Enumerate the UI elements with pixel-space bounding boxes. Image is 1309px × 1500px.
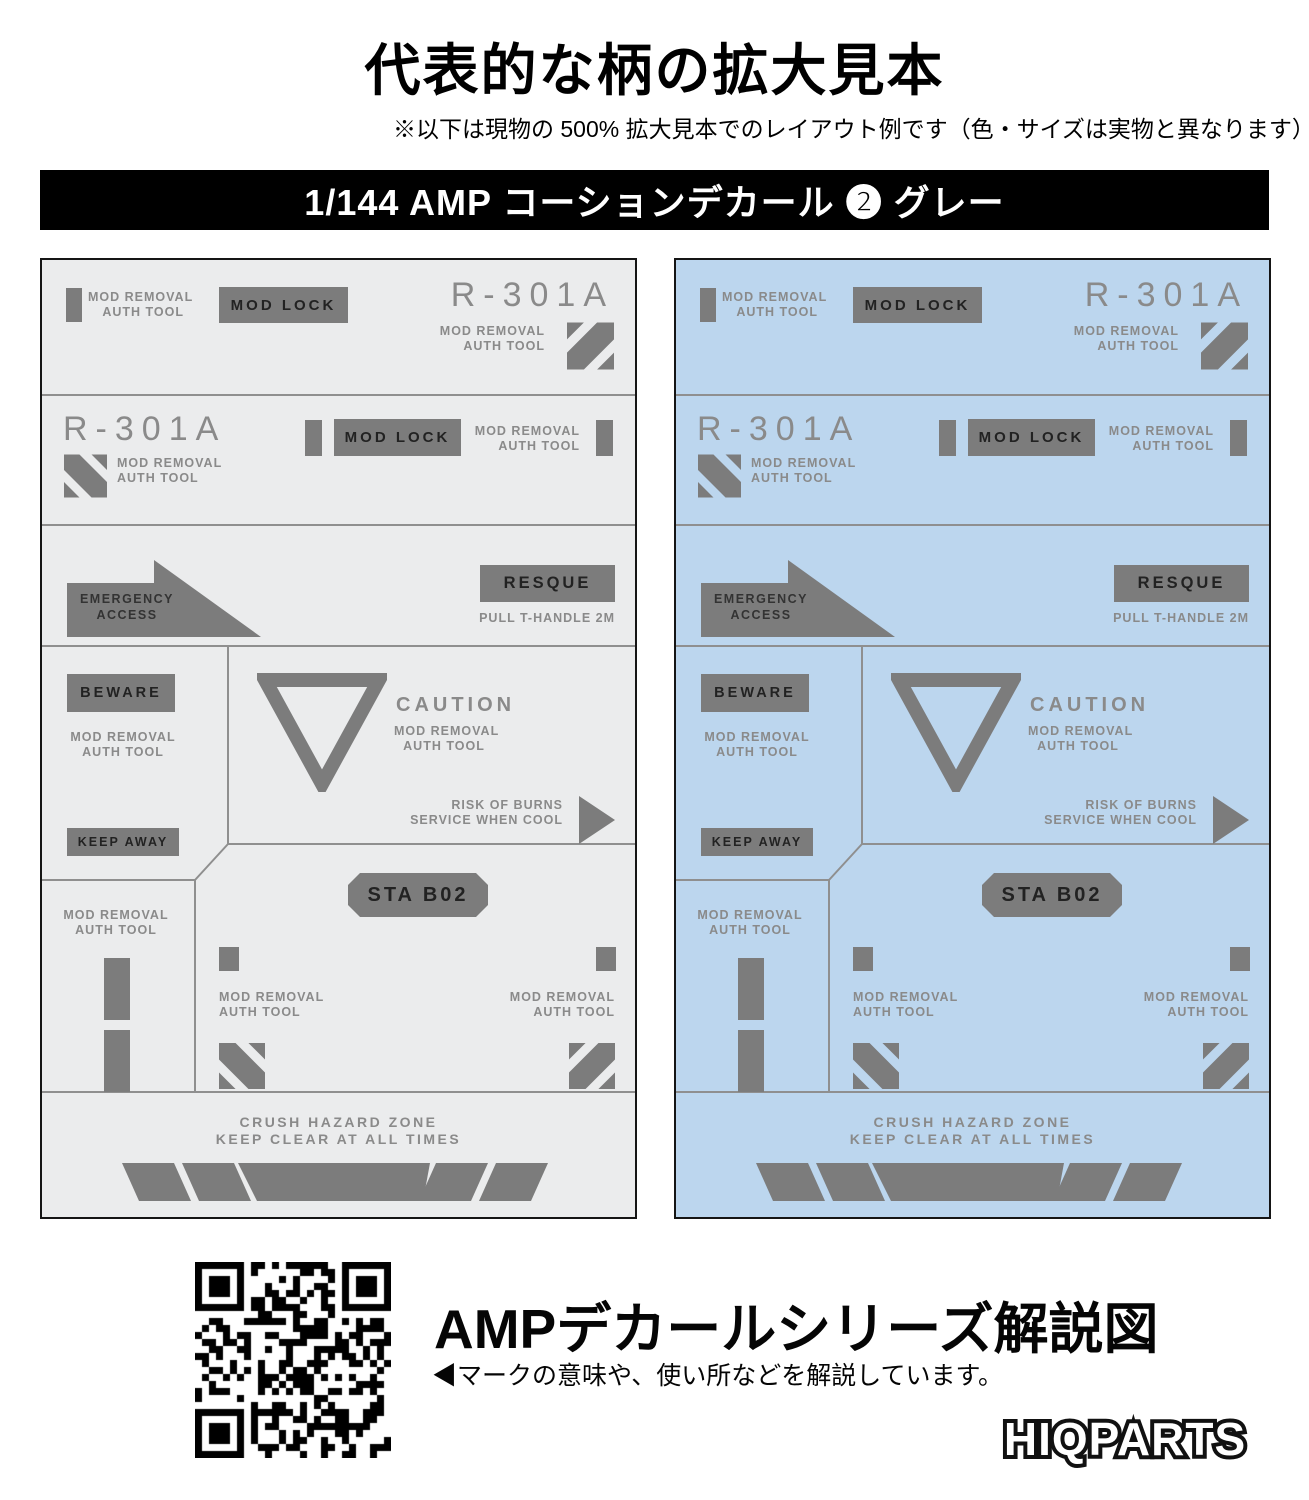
r301a-code: R-301A — [1084, 276, 1248, 314]
caution-label: CAUTION — [1030, 694, 1150, 716]
decal-bar-icon — [66, 288, 82, 322]
hiqparts-logo: HIQPARTS — [1000, 1409, 1249, 1469]
diagonal-stripe-icon — [1203, 1043, 1249, 1089]
decal-bar-icon — [700, 288, 716, 322]
diagonal-stripe-icon — [567, 322, 614, 370]
hazard-stripes-icon — [756, 1163, 1182, 1201]
qr-caption: ◀マークの意味や、使い所などを解説しています。 — [432, 1362, 1004, 1390]
pull-t-handle-label: PULL T-HANDLE 2M — [1113, 611, 1249, 625]
product-banner: 1/144 AMP コーションデカール ❷ グレー — [40, 170, 1269, 230]
pull-t-handle-label: PULL T-HANDLE 2M — [479, 611, 615, 625]
diagonal-stripe-icon — [569, 1043, 615, 1089]
diagonal-stripe-icon — [219, 1043, 265, 1089]
caution-label: CAUTION — [396, 694, 516, 716]
r301a-code: R-301A — [63, 410, 227, 448]
right-arrow-icon — [579, 796, 615, 844]
decal-square-icon — [1230, 947, 1250, 971]
decal-bar-icon — [738, 1030, 764, 1092]
emergency-access-arrow-icon — [67, 560, 261, 637]
resque-box: RESQUE — [480, 565, 615, 602]
emergency-access-arrow-icon — [701, 560, 895, 637]
caution-triangle-icon — [891, 673, 1021, 792]
mod-lock-box: MOD LOCK — [968, 419, 1095, 456]
svg-text:HIQPARTS: HIQPARTS — [1004, 1413, 1246, 1465]
decal-bar-icon — [738, 958, 764, 1020]
resque-box: RESQUE — [1114, 565, 1249, 602]
mod-lock-box: MOD LOCK — [853, 287, 982, 323]
diagonal-stripe-icon — [64, 454, 107, 498]
sta-b02-badge: STA B02 — [348, 873, 488, 917]
decal-square-icon — [853, 947, 873, 971]
decal-bar-icon — [305, 420, 322, 456]
decal-bar-icon — [596, 420, 613, 456]
mod-lock-box: MOD LOCK — [334, 419, 461, 456]
qr-code — [195, 1262, 391, 1458]
diagonal-stripe-icon — [1201, 322, 1248, 370]
decal-square-icon — [596, 947, 616, 971]
r301a-code: R-301A — [450, 276, 614, 314]
caution-triangle-icon — [257, 673, 387, 792]
decal-bar-icon — [104, 1030, 130, 1092]
qr-heading: AMPデカールシリーズ解説図 — [434, 1298, 1159, 1360]
page-title: 代表的な柄の拡大見本 — [364, 39, 945, 102]
keep-away-box: KEEP AWAY — [67, 828, 179, 856]
page-subtitle: ※以下は現物の 500% 拡大見本でのレイアウト例です（色・サイズは実物と異なり… — [393, 116, 1309, 142]
beware-box: BEWARE — [701, 674, 809, 712]
section-divider-lines — [42, 394, 635, 1093]
r301a-code: R-301A — [697, 410, 861, 448]
decal-square-icon — [219, 947, 239, 971]
decal-bar-icon — [939, 420, 956, 456]
keep-away-box: KEEP AWAY — [701, 828, 813, 856]
hazard-stripes-icon — [122, 1163, 548, 1201]
decal-bar-icon — [1230, 420, 1247, 456]
sta-b02-badge: STA B02 — [982, 873, 1122, 917]
diagonal-stripe-icon — [853, 1043, 899, 1089]
diagonal-stripe-icon — [698, 454, 741, 498]
decal-bar-icon — [104, 958, 130, 1020]
beware-box: BEWARE — [67, 674, 175, 712]
section-divider-lines — [676, 394, 1269, 1093]
mod-lock-box: MOD LOCK — [219, 287, 348, 323]
right-arrow-icon — [1213, 796, 1249, 844]
